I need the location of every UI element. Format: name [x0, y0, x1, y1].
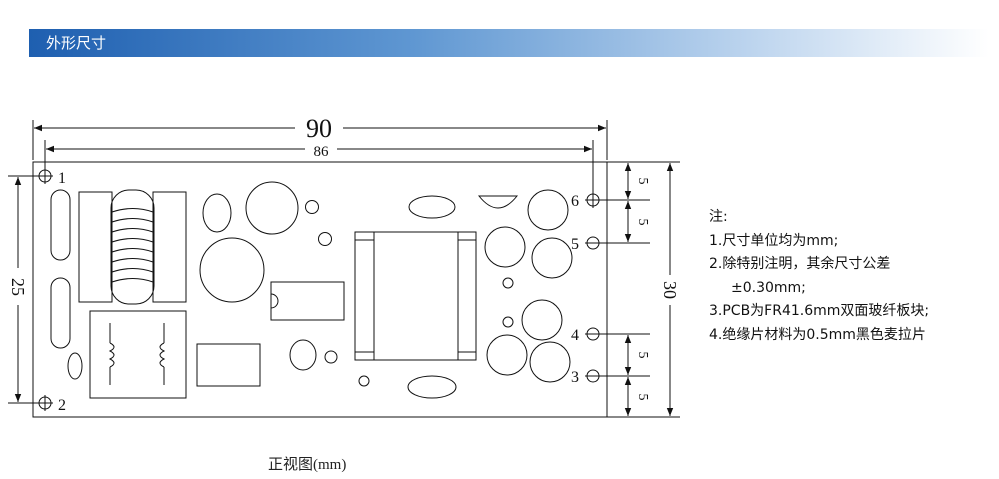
- small-hole-5: [502, 277, 514, 289]
- capacitor-3: [199, 237, 265, 303]
- out-cap-3: [531, 237, 573, 279]
- out-cap-5: [486, 334, 528, 376]
- relay-block: [196, 343, 261, 387]
- choke-component: [78, 189, 187, 305]
- label-pin-5: 5: [571, 236, 579, 253]
- mounting-hole-2: [37, 395, 53, 411]
- small-hole-3: [324, 350, 338, 364]
- pin-4: [585, 327, 601, 341]
- capacitor-2: [245, 181, 299, 235]
- pin-5: [585, 236, 601, 250]
- main-transformer: [354, 231, 477, 361]
- slot-left-bottom: [50, 277, 71, 349]
- out-cap-4: [521, 299, 563, 341]
- label-pin-bottom-2: 5: [635, 394, 650, 401]
- ic-component: [270, 281, 345, 321]
- label-hole-1: 1: [58, 170, 66, 187]
- section-header-bar: [29, 29, 989, 57]
- out-cap-1: [527, 189, 569, 231]
- section-title: 外形尺寸: [46, 34, 107, 52]
- label-pin-top-1: 5: [635, 178, 650, 185]
- capacitor-1: [202, 193, 232, 233]
- input-inductor-block: [89, 310, 187, 399]
- ellipse-bottom: [407, 375, 457, 399]
- note-item-1: 1.尺寸单位均为mm;: [709, 232, 839, 249]
- small-hole-6: [502, 316, 514, 328]
- label-pin-6: 6: [571, 193, 579, 210]
- label-pin-bottom-1: 5: [635, 352, 650, 359]
- label-dim-25: 25: [8, 278, 28, 296]
- small-hole-4: [358, 375, 370, 387]
- ellipse-top: [408, 195, 456, 219]
- board-outline: [32, 161, 608, 418]
- out-cap-6: [529, 341, 571, 383]
- note-item-4: 4.绝缘片材料为0.5mm黑色麦拉片: [709, 326, 926, 343]
- slot-left-top: [50, 189, 71, 261]
- label-dim-90: 90: [306, 114, 332, 143]
- out-cap-2: [484, 226, 526, 268]
- label-pin-top-2: 5: [635, 219, 650, 226]
- drawing-caption: 正视图(mm): [268, 457, 347, 473]
- small-hole-2: [318, 232, 332, 246]
- small-component-left: [67, 352, 83, 380]
- label-dim-30: 30: [660, 281, 680, 299]
- label-pin-3: 3: [571, 369, 579, 386]
- notes-block: 注: 1.尺寸单位均为mm; 2.除特别注明，其余尺寸公差 ±0.30mm; 3…: [709, 206, 929, 347]
- pin-6: [585, 192, 601, 208]
- label-hole-2: 2: [58, 397, 66, 414]
- half-round-part: [477, 195, 519, 209]
- notes-heading: 注:: [709, 209, 728, 225]
- note-item-3: 3.PCB为FR41.6mm双面玻纤板块;: [709, 303, 930, 319]
- small-hole-1: [305, 200, 319, 214]
- label-dim-86: 86: [314, 144, 330, 160]
- pin-3: [585, 369, 601, 383]
- mounting-hole-1: [37, 168, 53, 184]
- label-pin-4: 4: [571, 327, 579, 344]
- capacitor-4: [289, 339, 317, 371]
- note-item-2-cont: ±0.30mm;: [731, 279, 806, 296]
- note-item-2: 2.除特别注明，其余尺寸公差: [709, 256, 891, 272]
